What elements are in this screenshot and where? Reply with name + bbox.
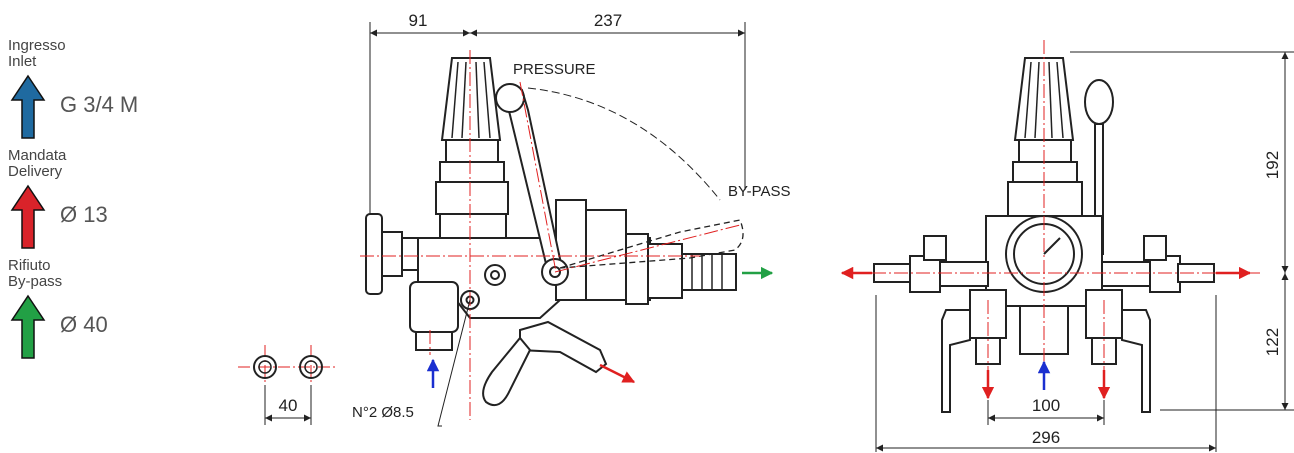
dim-192: 192 (1263, 151, 1282, 179)
side-view (365, 22, 746, 406)
legend-inlet-value: G 3/4 M (60, 92, 139, 117)
legend-delivery-value: Ø 13 (60, 202, 108, 227)
front-view-centerlines (850, 40, 1260, 380)
front-view-dimensions (875, 51, 1294, 452)
dim-40: 40 (279, 396, 298, 415)
dim-237: 237 (594, 11, 622, 30)
dim-100: 100 (1032, 396, 1060, 415)
legend-inlet-label-en: Inlet (8, 53, 37, 70)
dim-296: 296 (1032, 428, 1060, 447)
legend-bypass-label-it: Rifiuto (8, 257, 51, 274)
legend-bypass: Rifiuto By-pass Ø 40 (8, 258, 178, 360)
bypass-arrow-icon (10, 294, 46, 359)
holes-leader (437, 299, 471, 427)
pressure-arc (527, 87, 721, 201)
label-bypass: BY-PASS (728, 183, 791, 200)
dim-91: 91 (409, 11, 428, 30)
legend: Ingresso Inlet G 3/4 M Mandata Delivery … (8, 38, 178, 360)
legend-delivery-label-en: Delivery (8, 163, 63, 180)
delivery-flow-arrow-side (599, 363, 636, 384)
mounting-holes (238, 345, 338, 425)
side-view-centerlines (360, 50, 741, 420)
legend-bypass-label-en: By-pass (8, 273, 63, 290)
legend-inlet: Ingresso Inlet G 3/4 M (8, 38, 178, 140)
label-pressure: PRESSURE (513, 61, 596, 78)
delivery-arrow-icon (10, 184, 46, 249)
legend-bypass-value: Ø 40 (60, 312, 108, 337)
dim-122: 122 (1263, 328, 1282, 356)
legend-delivery: Mandata Delivery Ø 13 (8, 148, 178, 250)
legend-inlet-label-it: Ingresso (8, 37, 66, 54)
label-holes: N°2 Ø8.5 (352, 404, 414, 421)
legend-delivery-label-it: Mandata (8, 147, 67, 164)
inlet-arrow-icon (10, 74, 46, 139)
